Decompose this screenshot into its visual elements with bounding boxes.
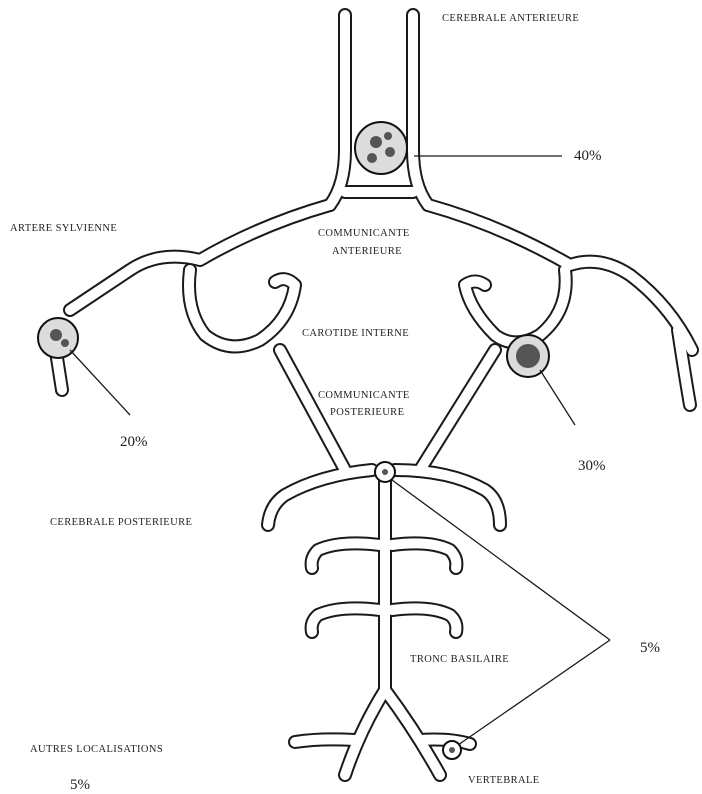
label-communicante-anterieure-2: ANTERIEURE bbox=[332, 246, 402, 257]
aneurysm-right-carotid bbox=[507, 335, 549, 377]
label-tronc-basilaire: TRONC BASILAIRE bbox=[410, 654, 509, 665]
aneurysm-basilar-tip bbox=[375, 462, 395, 482]
percent-30: 30% bbox=[578, 458, 606, 474]
percent-20: 20% bbox=[120, 434, 148, 450]
leader-20 bbox=[70, 350, 130, 415]
label-communicante-posterieure-1: COMMUNICANTE bbox=[318, 390, 410, 401]
label-communicante-posterieure-2: POSTERIEURE bbox=[330, 407, 404, 418]
label-autres-localisations: AUTRES LOCALISATIONS bbox=[30, 744, 163, 755]
aneurysm-vertebral bbox=[443, 741, 461, 759]
label-vertebrale: VERTEBRALE bbox=[468, 775, 540, 786]
label-communicante-anterieure-1: COMMUNICANTE bbox=[318, 228, 410, 239]
label-cerebrale-anterieure: CEREBRALE ANTERIEURE bbox=[442, 13, 579, 24]
percent-5-other: 5% bbox=[70, 777, 90, 793]
label-cerebrale-posterieure: CEREBRALE POSTERIEURE bbox=[50, 517, 192, 528]
aneurysm-anterior-communicating bbox=[355, 122, 407, 174]
percent-40: 40% bbox=[574, 148, 602, 164]
label-carotide-interne: CAROTIDE INTERNE bbox=[302, 328, 409, 339]
label-artere-sylvienne: ARTERE SYLVIENNE bbox=[10, 223, 117, 234]
percent-5-basilar: 5% bbox=[640, 640, 660, 656]
leader-30 bbox=[540, 370, 575, 425]
